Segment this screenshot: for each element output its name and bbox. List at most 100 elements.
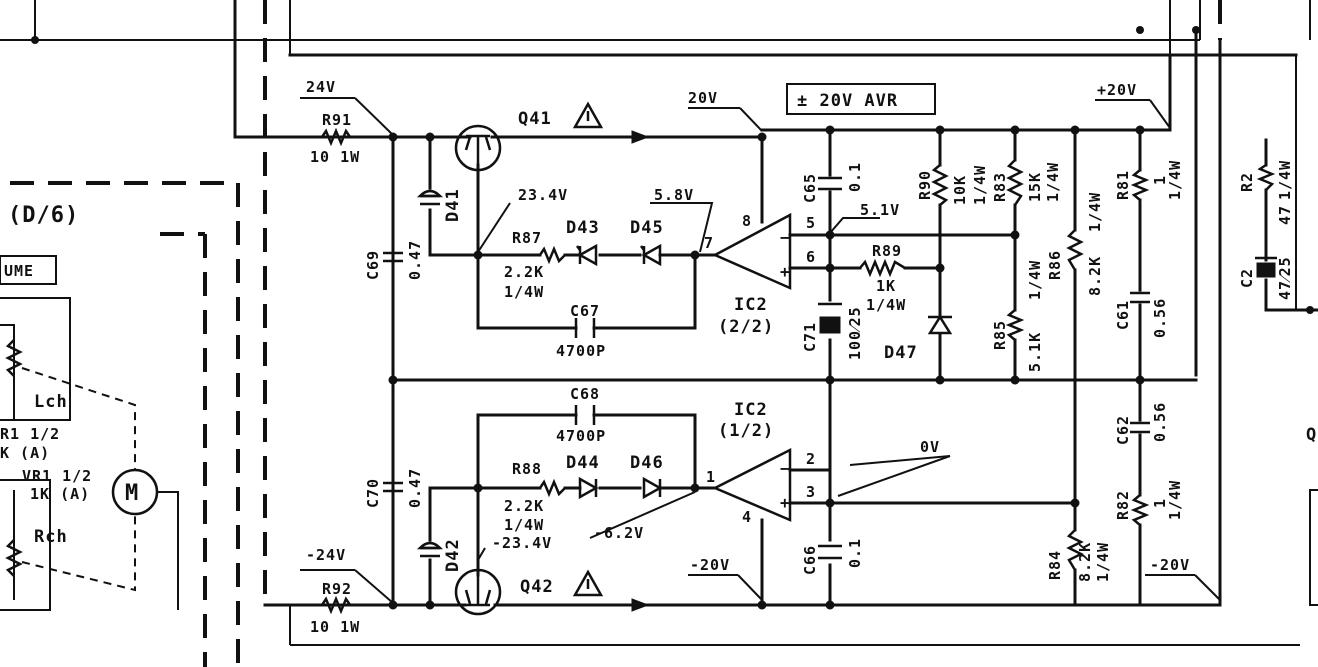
warning-triangle-icon (572, 101, 604, 129)
label-c68-val: 4700P (556, 427, 606, 445)
svg-text:+: + (780, 493, 790, 512)
label-m20v: -20V (690, 556, 730, 574)
pin-6: 6 (806, 248, 816, 266)
label-c66-val: 0.1 (846, 538, 864, 568)
label-r83-val: 15K (1026, 172, 1044, 202)
junctions (31, 26, 1314, 610)
capacitor-symbols (383, 176, 1277, 560)
label-r2-w: 1/4W (1276, 160, 1294, 200)
label-r87: R87 (512, 229, 542, 247)
resistor-vertical-symbols (931, 159, 1276, 571)
volume-label: UME (4, 262, 34, 280)
label-d41: D41 (443, 188, 463, 222)
label-5-1v: 5.1V (860, 201, 900, 219)
resistor-r87-symbol (538, 245, 566, 265)
section-label: (D/6) (8, 203, 79, 228)
label-r83-w: 1/4W (1044, 162, 1062, 202)
pin-7: 7 (704, 234, 714, 252)
svg-text:−: − (780, 459, 790, 478)
label-r83: R83 (991, 172, 1009, 202)
opamp-ic2-a-symbol: − + (712, 212, 792, 290)
warning-triangle-icon (572, 569, 604, 597)
label-d47: D47 (884, 343, 918, 363)
svg-text:−: − (780, 228, 790, 247)
label-r87-val: 2.2K (504, 263, 544, 281)
label-24v: 24V (306, 78, 336, 96)
label-r90-val: 10K (951, 175, 969, 205)
label-ic2-b: IC2 (734, 400, 768, 420)
label-m24v: -24V (306, 546, 346, 564)
pin-3: 3 (806, 483, 816, 501)
svg-text:+: + (780, 262, 790, 281)
label-0v: 0V (920, 438, 940, 456)
pin-4: 4 (742, 508, 752, 526)
label-c61: C61 (1114, 300, 1132, 330)
pin-1: 1 (706, 468, 716, 486)
label-r82: R82 (1114, 490, 1132, 520)
vertical-labels: D41 D42 C69 0.47 C70 0.47 C65 0.1 C66 0.… (364, 160, 1294, 582)
motor-label: M (125, 481, 139, 506)
label-r90-w: 1/4W (971, 165, 989, 205)
label-r86: R86 (1046, 250, 1064, 280)
label-r84: R84 (1046, 550, 1064, 580)
vr1-top-sub: K (A) (0, 444, 50, 462)
opamp-ic2-b-symbol: − + (712, 447, 792, 522)
label-c69: C69 (364, 250, 382, 280)
label-m6-2v: -6.2V (594, 524, 644, 542)
resistor-r89-symbol (859, 258, 906, 278)
signal-arrows (300, 97, 1221, 612)
labels: 24V -24V 20V +20V -20V -20V 23.4V 5.8V 5… (306, 78, 1189, 636)
label-d45: D45 (630, 218, 664, 238)
label-r88: R88 (512, 460, 542, 478)
label-r88-val: 2.2K (504, 497, 544, 515)
title-box-label: ± 20V AVR (797, 91, 898, 111)
label-r92-val: 10 1W (310, 618, 360, 636)
label-c2: C2 (1238, 268, 1256, 288)
label-r84-val: 8.2K (1076, 542, 1094, 582)
label-r89-w: 1/4W (866, 296, 906, 314)
lch-label: Lch (34, 392, 68, 412)
label-r92: R92 (322, 580, 352, 598)
label-c71: C71 (801, 322, 819, 352)
label-c66: C66 (801, 545, 819, 575)
label-d44: D44 (566, 453, 600, 473)
label-r91: R91 (322, 111, 352, 129)
label-r82-w: 1/4W (1166, 480, 1184, 520)
label-c62: C62 (1114, 415, 1132, 445)
label-c68: C68 (570, 385, 600, 403)
label-d43: D43 (566, 218, 600, 238)
transistor-q42-symbol (454, 568, 502, 616)
label-c71-val: 100⁄25 (846, 306, 864, 360)
label-r82-val: 1 (1151, 498, 1169, 508)
label-q41: Q41 (518, 109, 552, 129)
vr1-sub: 1K (A) (30, 485, 90, 503)
label-c67: C67 (570, 302, 600, 320)
label-m23-4v: -23.4V (492, 534, 552, 552)
label-c70: C70 (364, 478, 382, 508)
label-c62-val: 0.56 (1151, 402, 1169, 442)
label-c69-val: 0.47 (406, 240, 424, 280)
wiring (0, 0, 1318, 646)
label-r86-val: 8.2K (1086, 256, 1104, 296)
label-q42: Q42 (520, 577, 554, 597)
label-c65: C65 (801, 173, 819, 203)
volume-section: UME (D/6) M Lch Rch R1 1/2 K (A) VR1 1/2… (0, 203, 179, 611)
label-r2-val: 47 (1276, 205, 1294, 225)
label-r91-val: 10 1W (310, 148, 360, 166)
label-r2: R2 (1238, 172, 1256, 192)
vr1-label: VR1 1/2 (22, 467, 92, 485)
label-r90: R90 (916, 170, 934, 200)
label-d46: D46 (630, 453, 664, 473)
title-box: ± 20V AVR (786, 83, 936, 115)
label-23-4v: 23.4V (518, 186, 568, 204)
label-r89: R89 (872, 242, 902, 260)
label-5-8v: 5.8V (654, 186, 694, 204)
label-r81-val: 1 (1151, 175, 1169, 185)
label-r81-w: 1/4W (1166, 160, 1184, 200)
label-r85-val: 5.1K (1026, 332, 1044, 372)
label-d42: D42 (443, 538, 463, 572)
resistor-r92-symbol (320, 595, 352, 615)
label-r85-w: 1/4W (1026, 260, 1044, 300)
label-r81: R81 (1114, 170, 1132, 200)
